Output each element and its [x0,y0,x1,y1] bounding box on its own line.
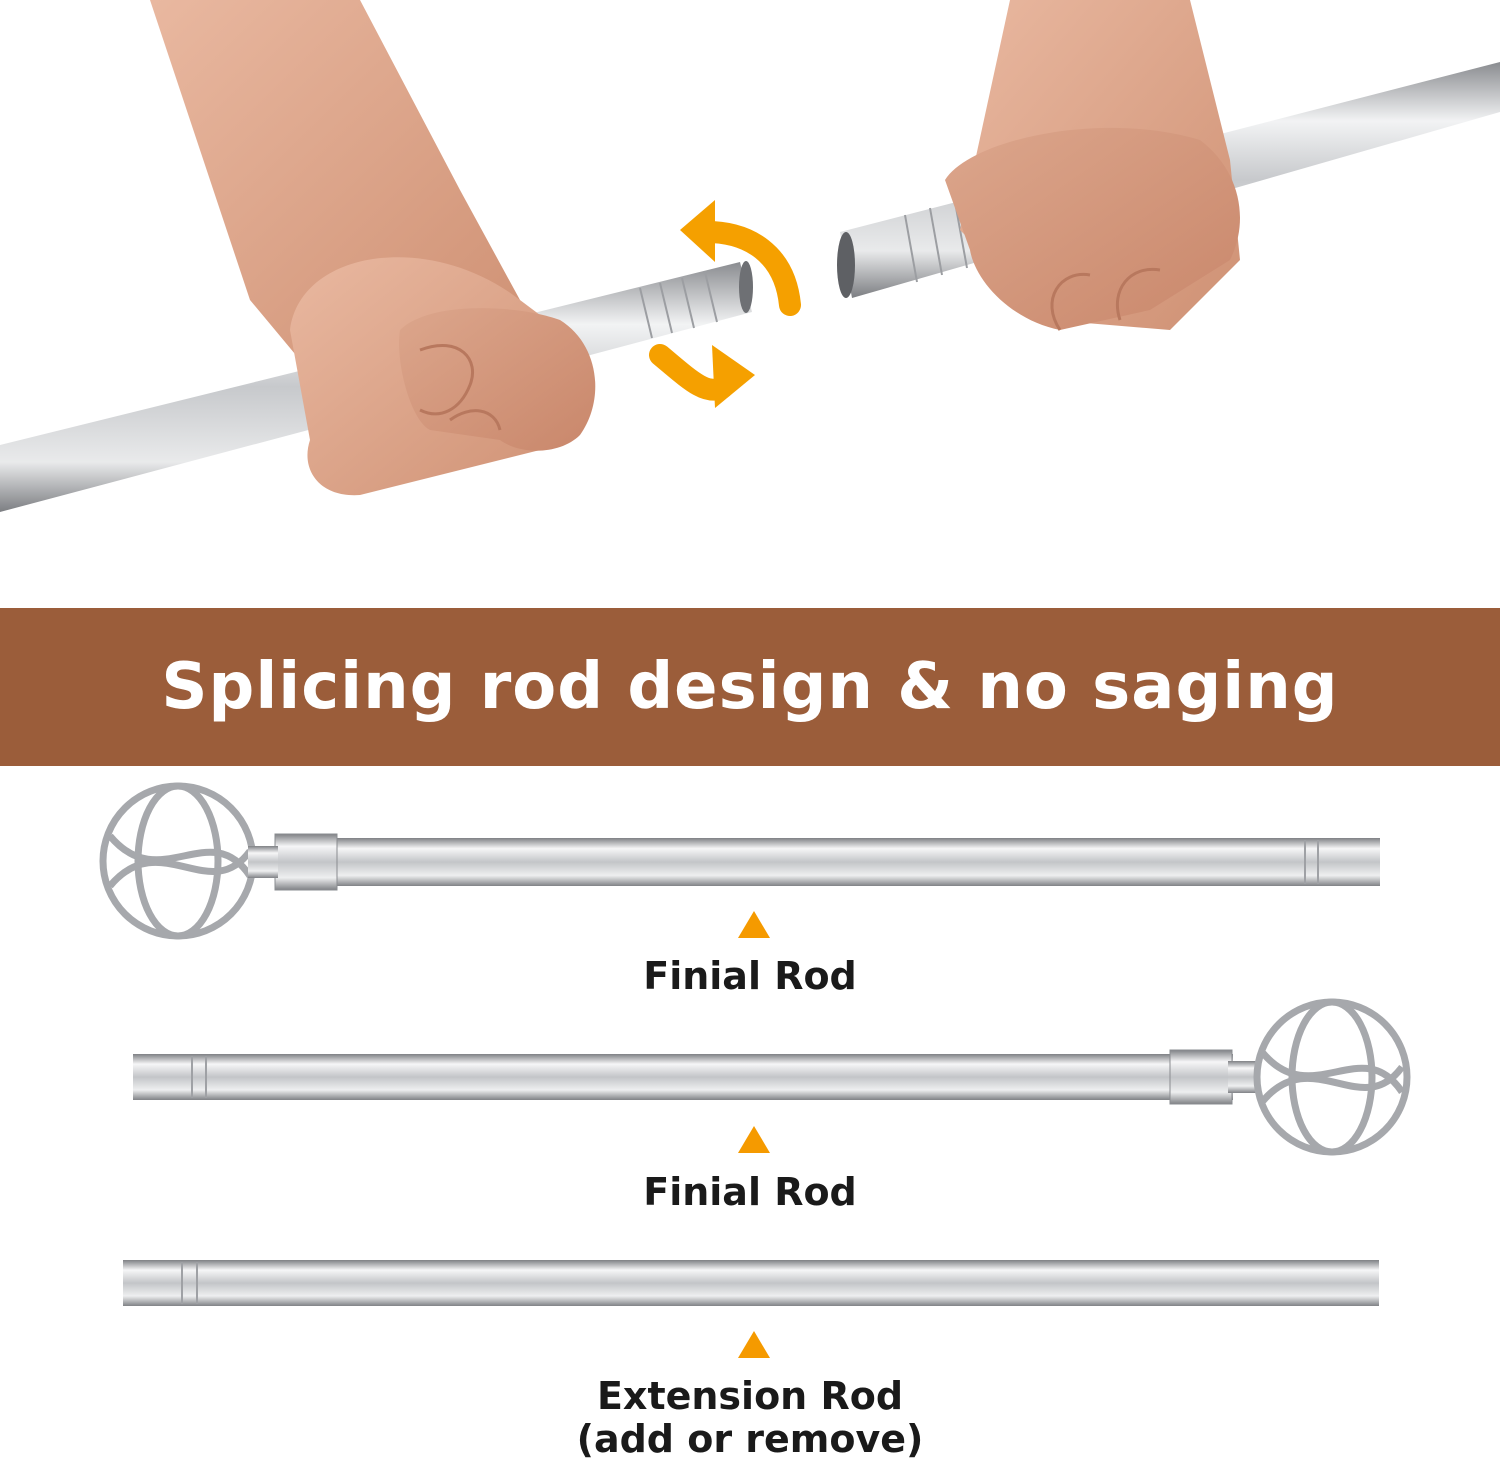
hero-photo [0,0,1500,608]
part-label-extension-rod: Extension Rod [596,1374,904,1418]
pointer-triangle-icon [738,1331,770,1358]
right-hand [945,0,1240,331]
rod-parts-section: Finial Rod Finial Rod [0,766,1500,1465]
finial-rod-right-image [133,998,1411,1156]
part-sublabel-extension-rod: (add or remove) [576,1417,924,1461]
finial-rod-left-image [99,782,1380,940]
rotate-arrow-head-bottom [712,345,755,408]
rotate-arrow-head-top [680,200,715,262]
cage-ball-finial-icon [99,782,257,940]
pointer-triangle-icon [738,1126,770,1153]
banner-title: Splicing rod design & no saging [161,650,1339,724]
title-banner: Splicing rod design & no saging [0,608,1500,766]
extension-rod-image [123,1260,1379,1306]
part-label-finial-rod-1: Finial Rod [643,954,857,998]
part-label-finial-rod-2: Finial Rod [643,1170,857,1214]
left-hand [150,0,596,496]
rod-splicing-illustration [0,0,1500,512]
pointer-triangle-icon [738,911,770,938]
cage-ball-finial-icon [1253,998,1411,1156]
